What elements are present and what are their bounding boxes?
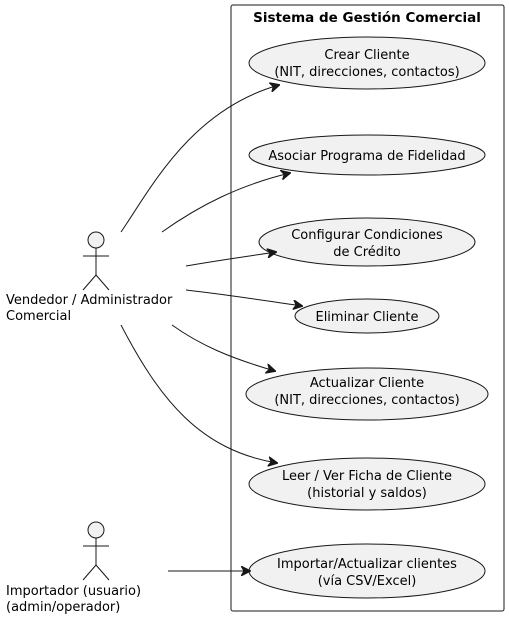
use-case-eliminar-cliente[interactable]: Eliminar Cliente	[294, 298, 440, 334]
use-case-asociar-fidelidad-label: Asociar Programa de Fidelidad	[268, 149, 465, 164]
actor-importador[interactable]: Importador (usuario) (admin/operador)	[6, 521, 141, 615]
arrow-to-configurar-credito	[185, 252, 276, 267]
actor-vendedor-label-2: Comercial	[6, 309, 71, 324]
use-case-crear-cliente-label-2: (NIT, direcciones, contactos)	[274, 65, 459, 80]
arrow-to-crear-cliente	[120, 85, 279, 233]
use-case-importar-clientes-label-1: Importar/Actualizar clientes	[277, 557, 457, 572]
use-case-importar-clientes[interactable]: Importar/Actualizar clientes (vía CSV/Ex…	[248, 543, 486, 599]
arrow-to-eliminar-cliente	[185, 289, 302, 306]
system-title: Sistema de Gestión Comercial	[253, 10, 481, 26]
use-case-actualizar-cliente-label-1: Actualizar Cliente	[310, 376, 424, 391]
use-case-actualizar-cliente-label-2: (NIT, direcciones, contactos)	[274, 393, 459, 408]
actor-importador-label-2: (admin/operador)	[6, 600, 120, 615]
use-case-actualizar-cliente[interactable]: Actualizar Cliente (NIT, direcciones, co…	[245, 367, 489, 421]
actor-importador-label-1: Importador (usuario)	[6, 584, 141, 599]
system-boundary	[230, 4, 505, 612]
use-case-configurar-credito-label-2: de Crédito	[333, 245, 400, 260]
use-case-configurar-credito-label-1: Configurar Condiciones	[291, 228, 443, 243]
use-case-leer-ficha-label-1: Leer / Ver Ficha de Cliente	[282, 469, 452, 484]
use-case-configurar-credito[interactable]: Configurar Condiciones de Crédito	[258, 217, 476, 267]
use-case-crear-cliente[interactable]: Crear Cliente (NIT, direcciones, contact…	[248, 36, 486, 90]
actor-vendedor-label-1: Vendedor / Administrador	[6, 293, 173, 308]
actor-vendedor[interactable]: Vendedor / Administrador Comercial	[6, 231, 173, 324]
use-case-leer-ficha-label-2: (historial y saldos)	[307, 486, 427, 501]
use-case-asociar-fidelidad[interactable]: Asociar Programa de Fidelidad	[248, 134, 486, 176]
use-case-eliminar-cliente-label: Eliminar Cliente	[315, 310, 418, 325]
use-case-crear-cliente-label-1: Crear Cliente	[324, 48, 409, 63]
use-case-leer-ficha[interactable]: Leer / Ver Ficha de Cliente (historial y…	[248, 457, 486, 511]
arrow-to-asociar-fidelidad	[161, 173, 290, 233]
use-case-importar-clientes-label-2: (vía CSV/Excel)	[318, 574, 417, 589]
arrow-to-actualizar-cliente	[171, 324, 275, 371]
arrow-to-leer-ficha	[120, 324, 277, 463]
